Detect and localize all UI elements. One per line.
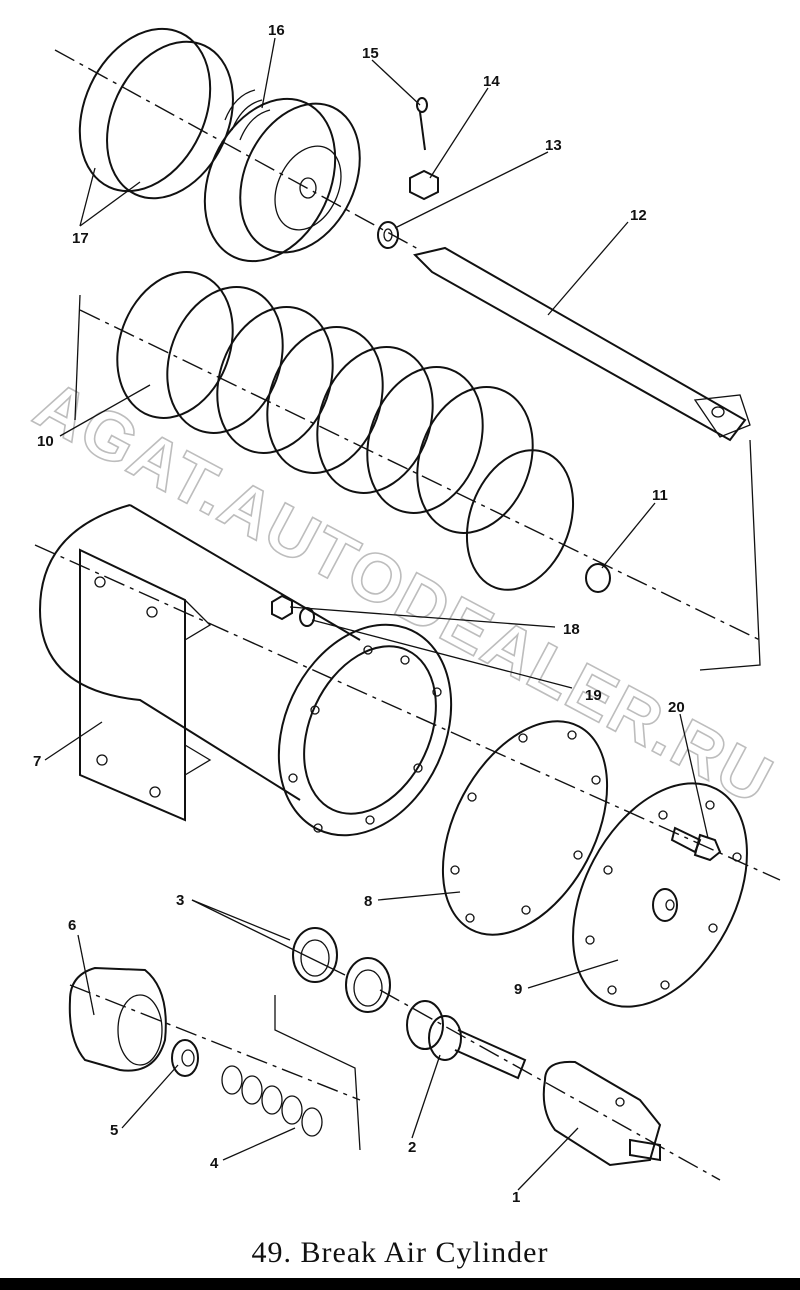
axis-lines	[34, 49, 781, 1181]
label-19: 19	[585, 687, 602, 704]
part-7-bracket	[79, 548, 212, 822]
part-8-gasket	[441, 720, 609, 936]
part-20-bolt	[670, 826, 722, 862]
label-15: 15	[362, 45, 379, 62]
label-12: 12	[630, 207, 647, 224]
label-14: 14	[483, 73, 500, 90]
part-10-spring	[116, 271, 575, 591]
part-12-rod	[413, 246, 751, 442]
label-20: 20	[668, 699, 685, 716]
label-16: 16	[268, 22, 285, 39]
part-4-spring	[221, 1065, 323, 1137]
part-9-cover	[572, 782, 748, 1008]
part-6-nut	[68, 966, 167, 1072]
label-18: 18	[563, 621, 580, 638]
part-number-labels: 1 2 3 4 5 6 7 8 9 10 11 12 13 14 15 16 1…	[33, 22, 685, 1206]
figure-caption: 49. Break Air Cylinder	[251, 1236, 549, 1269]
part-17-rings	[78, 27, 234, 200]
label-5: 5	[110, 1122, 118, 1139]
watermark-text: AGAT.AUTODEALER.RU	[23, 366, 785, 820]
part-14-castle-nut	[409, 169, 439, 201]
label-6: 6	[68, 917, 76, 934]
cylinder-flange	[277, 623, 453, 837]
part-19-washer	[299, 607, 315, 627]
label-2: 2	[408, 1139, 416, 1156]
label-3: 3	[176, 892, 184, 909]
leader-lines	[44, 37, 709, 1191]
part-11-ring	[585, 563, 611, 593]
part-5-washer	[171, 1039, 199, 1077]
label-7: 7	[33, 753, 41, 770]
label-10: 10	[37, 433, 54, 450]
label-8: 8	[364, 893, 372, 910]
cylinder-body	[38, 504, 361, 801]
label-13: 13	[545, 137, 562, 154]
part-15-cotter-pin	[416, 97, 428, 151]
label-4: 4	[210, 1155, 219, 1172]
part-2-valve	[406, 1000, 527, 1080]
part-13-washer	[377, 221, 399, 249]
part-16-piston	[203, 89, 361, 263]
part-18-nut	[271, 594, 293, 621]
part-1-valve-body	[542, 1060, 662, 1167]
label-11: 11	[652, 487, 668, 504]
label-1: 1	[512, 1189, 520, 1206]
part-3-seals	[274, 927, 391, 1151]
bottom-border	[0, 1278, 800, 1290]
label-17: 17	[72, 230, 89, 247]
label-9: 9	[514, 981, 522, 998]
